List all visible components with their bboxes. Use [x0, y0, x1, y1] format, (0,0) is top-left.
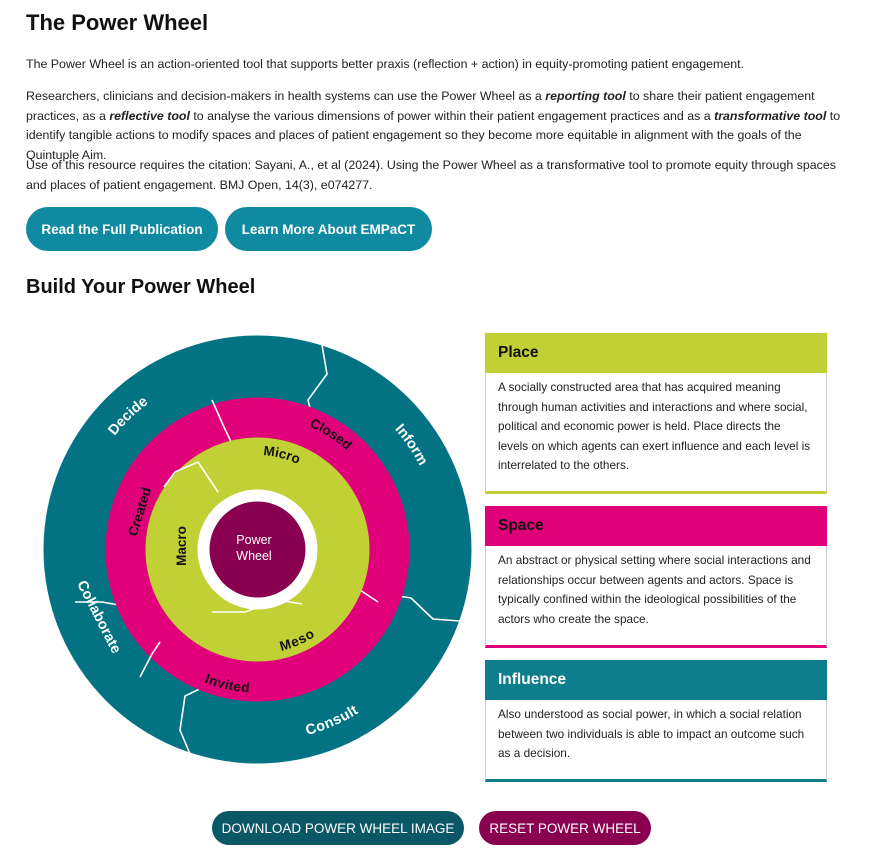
builder-title: Build Your Power Wheel: [26, 276, 256, 298]
intro-paragraph-1: The Power Wheel is an action-oriented to…: [26, 57, 745, 71]
influence-card-body: Also understood as social power, in whic…: [485, 700, 827, 782]
power-wheel[interactable]: Power Wheel Decide Inform Consult Collab…: [40, 332, 475, 767]
center-hub[interactable]: [209, 501, 306, 598]
place-card-body: A socially constructed area that has acq…: [485, 373, 827, 494]
reflective-tool-emphasis: reflective tool: [109, 108, 190, 123]
intro-text-a: Researchers, clinicians and decision-mak…: [26, 89, 546, 103]
reset-wheel-button[interactable]: RESET POWER WHEEL: [479, 811, 651, 845]
space-card-title: Space: [485, 506, 827, 546]
reporting-tool-emphasis: reporting tool: [545, 89, 626, 103]
download-wheel-button[interactable]: DOWNLOAD POWER WHEEL IMAGE: [212, 811, 464, 845]
influence-card: Influence Also understood as social powe…: [485, 660, 827, 782]
intro-text-d: to identify tangible actions to modify s…: [26, 108, 841, 162]
space-card-body: An abstract or physical setting where so…: [485, 546, 827, 648]
page-title: The Power Wheel: [26, 10, 209, 35]
citation-paragraph: Use of this resource requires the citati…: [26, 158, 836, 192]
place-card-title: Place: [485, 333, 827, 373]
intro-text-b: to share their patient engagement practi…: [26, 89, 815, 123]
inner-label-macro: Macro: [174, 526, 189, 566]
influence-card-title: Influence: [485, 660, 827, 700]
center-label-power: Power: [236, 533, 271, 547]
intro-text-c: to analyse the various dimensions of pow…: [189, 108, 715, 123]
transformative-tool-emphasis: transformative tool: [714, 108, 827, 123]
learn-empact-button[interactable]: Learn More About EMPaCT: [225, 207, 432, 251]
place-card: Place A socially constructed area that h…: [485, 333, 827, 494]
intro-paragraph-2: Researchers, clinicians and decision-mak…: [26, 87, 846, 165]
space-card: Space An abstract or physical setting wh…: [485, 506, 827, 648]
read-publication-button[interactable]: Read the Full Publication: [26, 207, 218, 251]
center-label-wheel: Wheel: [236, 549, 271, 563]
